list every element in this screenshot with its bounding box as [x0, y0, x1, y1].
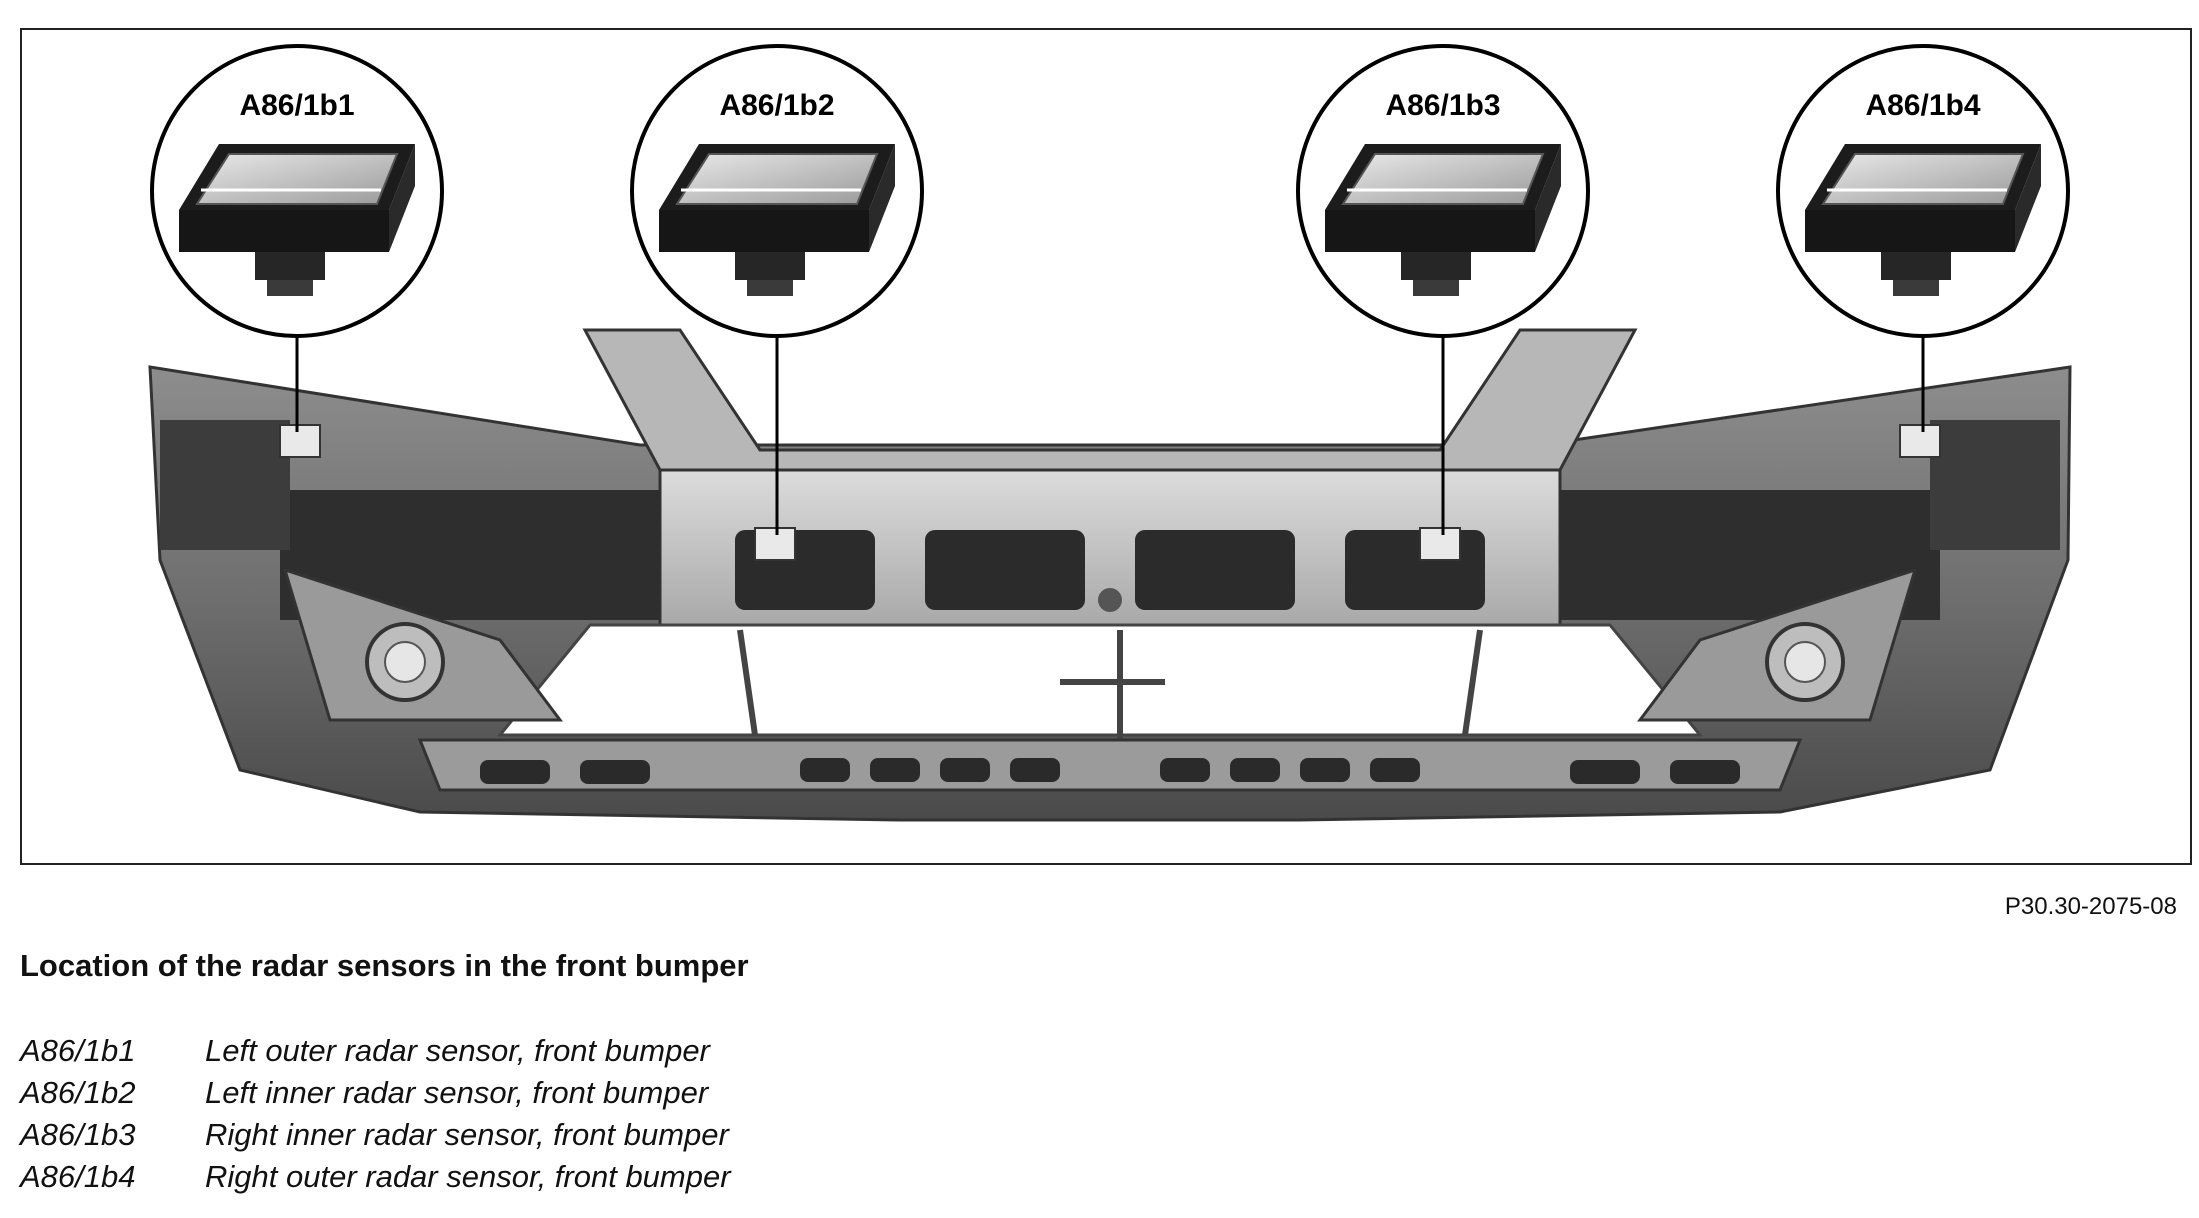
legend-text: Right inner radar sensor, front bumper — [205, 1117, 729, 1152]
legend-text: Left inner radar sensor, front bumper — [205, 1075, 709, 1110]
callout-label: A86/1b2 — [719, 89, 834, 122]
legend: A86/1b1 Left outer radar sensor, front b… — [20, 1030, 731, 1198]
legend-item: A86/1b4 Right outer radar sensor, front … — [20, 1156, 731, 1198]
legend-code: A86/1b2 — [20, 1075, 136, 1110]
callout-label: A86/1b3 — [1385, 89, 1500, 122]
legend-code: A86/1b1 — [20, 1033, 136, 1068]
caption-title: Location of the radar sensors in the fro… — [20, 948, 749, 983]
callout-a86-1b3: A86/1b3 — [1296, 44, 1590, 338]
legend-item: A86/1b1 Left outer radar sensor, front b… — [20, 1030, 731, 1072]
legend-item: A86/1b3 Right inner radar sensor, front … — [20, 1114, 731, 1156]
legend-text: Right outer radar sensor, front bumper — [205, 1159, 731, 1194]
legend-item: A86/1b2 Left inner radar sensor, front b… — [20, 1072, 731, 1114]
front-bumper — [148, 328, 2072, 822]
legend-code: A86/1b3 — [20, 1117, 136, 1152]
figure-code: P30.30-2075-08 — [2004, 893, 2177, 920]
callout-label: A86/1b4 — [1865, 89, 1980, 122]
legend-code: A86/1b4 — [20, 1159, 136, 1194]
callout-a86-1b1: A86/1b1 — [150, 44, 444, 338]
callout-label: A86/1b1 — [239, 89, 354, 122]
callout-a86-1b2: A86/1b2 — [630, 44, 924, 338]
callout-a86-1b4: A86/1b4 — [1776, 44, 2070, 338]
legend-text: Left outer radar sensor, front bumper — [205, 1033, 710, 1068]
